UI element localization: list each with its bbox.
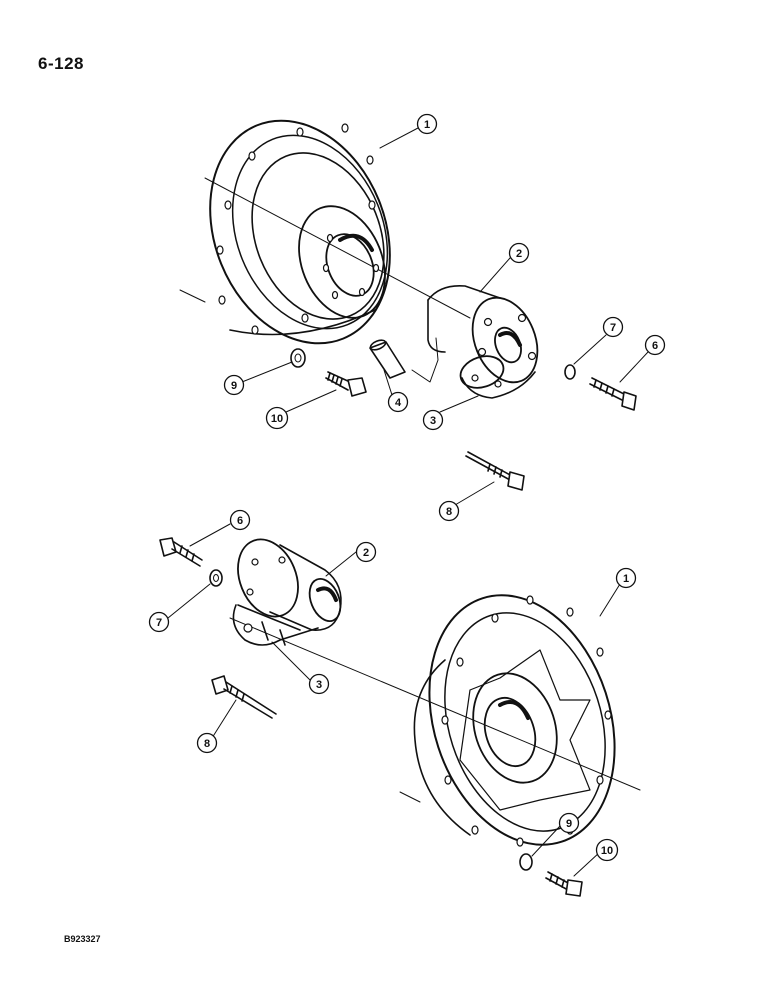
- top-bolt-part-6: [589, 377, 637, 411]
- svg-text:1: 1: [424, 119, 430, 131]
- callout-top-7: 7: [602, 316, 624, 338]
- bottom-hub-part-2: [237, 538, 342, 631]
- bottom-collar-part-3: [232, 604, 319, 646]
- top-washer-part-9: [290, 348, 306, 368]
- svg-text:8: 8: [446, 506, 452, 518]
- callout-top-3: 3: [422, 409, 444, 431]
- top-washer-hole: [294, 353, 302, 363]
- page-number: 6-128: [38, 54, 84, 73]
- svg-text:3: 3: [316, 679, 322, 691]
- callout-top-4: 4: [387, 391, 409, 413]
- svg-text:6: 6: [237, 515, 243, 527]
- bottom-housing-part-1: [413, 594, 616, 847]
- callout-bottom-7: 7: [148, 611, 170, 633]
- callout-top-9: 9: [223, 374, 245, 396]
- top-housing-part-1: [209, 119, 391, 345]
- bottom-leader-lines: [167, 523, 621, 877]
- svg-text:1: 1: [623, 573, 629, 585]
- top-bolt-part-10: [325, 371, 367, 397]
- bottom-assembly: [159, 523, 641, 897]
- top-assembly: [179, 119, 649, 506]
- top-housing-holes: [216, 123, 380, 335]
- svg-text:2: 2: [363, 547, 369, 559]
- bottom-washer-hole: [213, 574, 219, 582]
- bottom-washer-part-7: [209, 569, 223, 587]
- top-bolt-part-8: [465, 451, 525, 491]
- callout-bottom-6: 6: [229, 509, 251, 531]
- callout-bottom-3: 3: [308, 673, 330, 695]
- bottom-housing-holes: [441, 595, 612, 847]
- callout-top-10: 10: [265, 406, 289, 430]
- bottom-bolt-part-6: [159, 537, 203, 567]
- callout-bottom-1: 1: [615, 567, 637, 589]
- svg-text:8: 8: [204, 738, 210, 750]
- callout-top-2: 2: [508, 242, 530, 264]
- svg-text:10: 10: [601, 845, 613, 857]
- svg-text:3: 3: [430, 415, 436, 427]
- svg-text:2: 2: [516, 248, 522, 260]
- figure-id: B923327: [64, 934, 101, 944]
- top-washer-part-7: [564, 364, 576, 380]
- callout-top-8: 8: [438, 500, 460, 522]
- top-key-part-4: [369, 337, 439, 383]
- callout-bottom-2: 2: [355, 541, 377, 563]
- top-axis-line-lower: [179, 289, 206, 303]
- top-collar-part-3: [459, 355, 536, 399]
- bottom-washer-part-9: [519, 853, 533, 871]
- svg-text:7: 7: [156, 617, 162, 629]
- bottom-bolt-part-8: [211, 675, 277, 719]
- bottom-callouts: 1 2 3 6 7 8 9 10: [148, 509, 637, 862]
- top-hub-part-2: [427, 284, 539, 384]
- callout-bottom-9: 9: [558, 812, 580, 834]
- callout-bottom-8: 8: [196, 732, 218, 754]
- callout-bottom-10: 10: [595, 838, 619, 862]
- top-callouts: 1 2 3 4 6 7 8 9 10: [223, 113, 666, 522]
- svg-text:10: 10: [271, 413, 283, 425]
- callout-top-1: 1: [416, 113, 438, 135]
- svg-text:7: 7: [610, 322, 616, 334]
- callout-top-6: 6: [644, 334, 666, 356]
- top-axis-line: [204, 177, 471, 319]
- svg-text:6: 6: [652, 340, 658, 352]
- bottom-bolt-part-10: [545, 871, 583, 897]
- svg-text:9: 9: [231, 380, 237, 392]
- top-leader-lines: [241, 127, 649, 506]
- bottom-axis-line-lower: [399, 791, 421, 803]
- bottom-axis-line: [229, 617, 641, 791]
- svg-text:9: 9: [566, 818, 572, 830]
- svg-text:4: 4: [395, 397, 402, 409]
